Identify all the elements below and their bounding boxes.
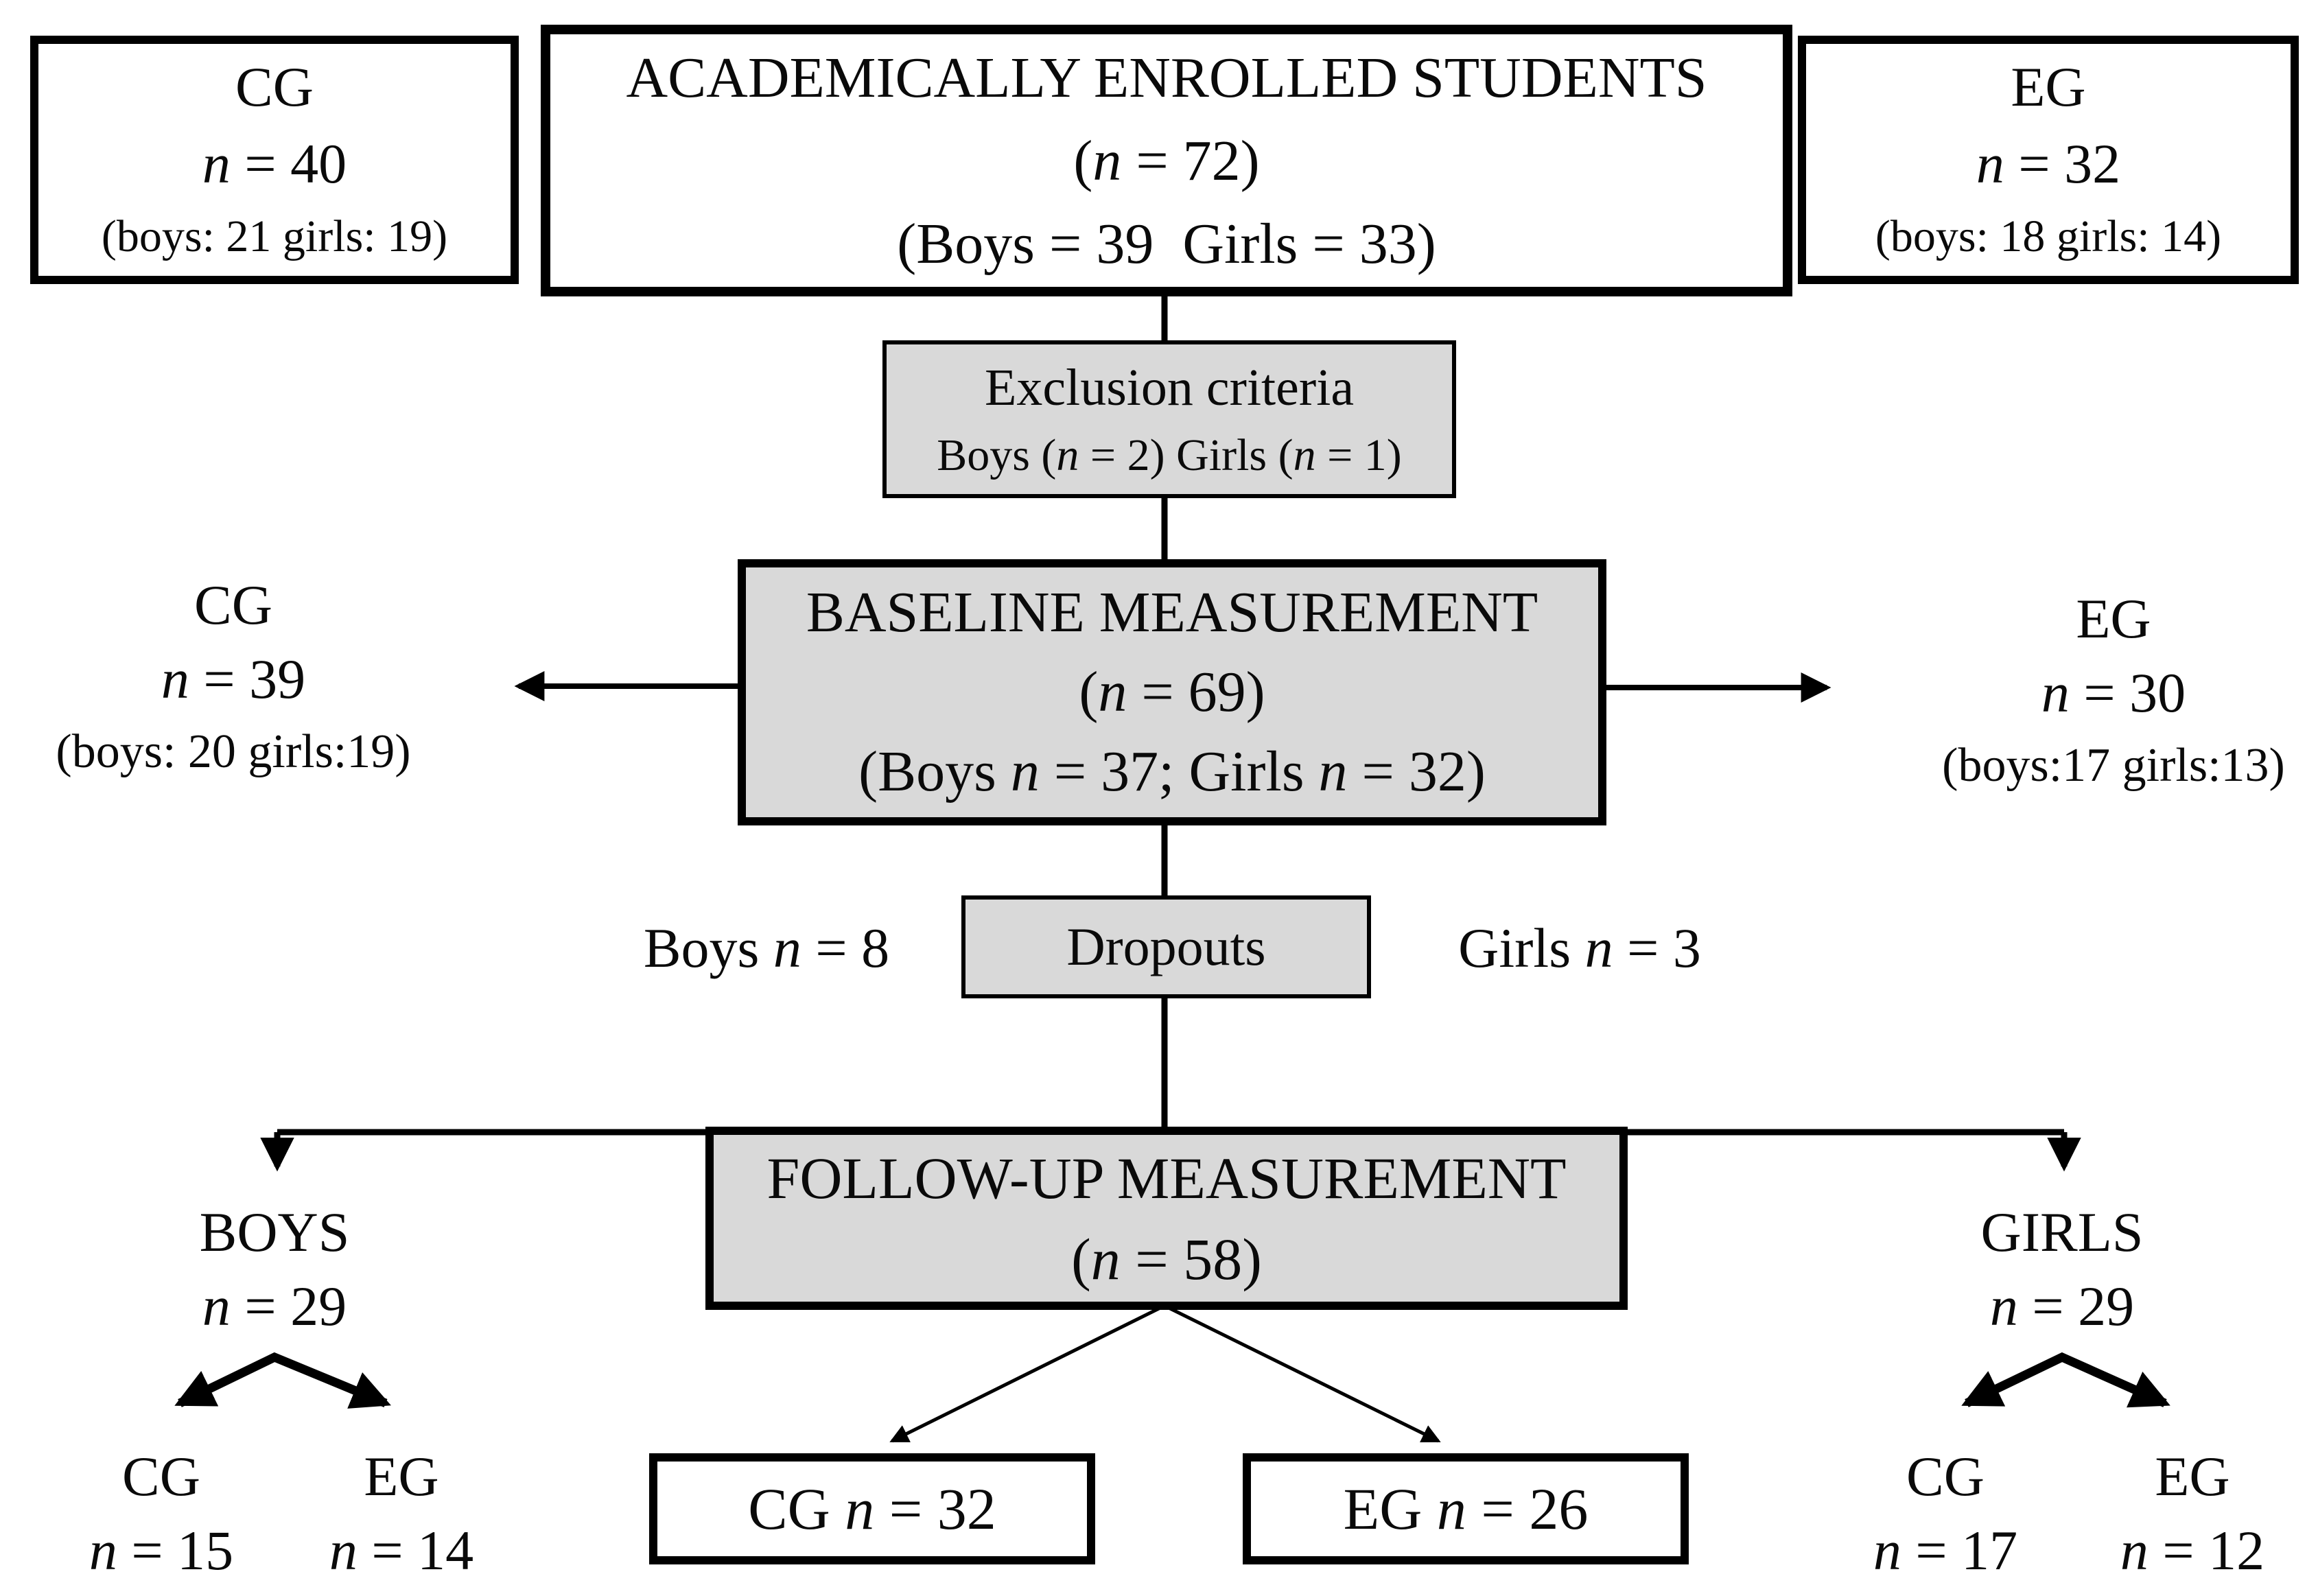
dropout-boys-text: Boys n = 8: [643, 917, 890, 979]
dropout-girls-text: Girls n = 3: [1458, 917, 1701, 979]
label-girls-eg: EG n = 12: [2083, 1440, 2302, 1588]
cg-enrolled-n: n = 40: [202, 132, 347, 195]
exclusion-detail: Boys (n = 2) Girls (n = 1): [937, 430, 1402, 480]
eg-enrolled-n: n = 32: [1976, 132, 2121, 195]
girls-cg-title: CG: [1906, 1445, 1985, 1507]
baseline-cg-detail: (boys: 20 girls:19): [56, 725, 411, 778]
girls-n: n = 29: [1989, 1275, 2135, 1337]
cg-enrolled-title: CG: [235, 56, 314, 118]
label-dropout-boys: Boys n = 8: [609, 911, 924, 985]
girls-eg-n: n = 12: [2120, 1519, 2265, 1582]
label-boys-group: BOYS n = 29: [117, 1195, 432, 1343]
baseline-eg-detail: (boys:17 girls:13): [1942, 739, 2285, 792]
box-enrolled-students: ACADEMICALLY ENROLLED STUDENTS (n = 72) …: [541, 25, 1792, 296]
label-girls-group: GIRLS n = 29: [1904, 1195, 2220, 1343]
arrow-followup-to-cg-final: [889, 1304, 1166, 1443]
label-boys-eg: EG n = 14: [292, 1440, 511, 1588]
followup-n: (n = 58): [1071, 1225, 1262, 1292]
baseline-n: (n = 69): [1079, 660, 1265, 724]
boys-cg-title: CG: [122, 1445, 200, 1507]
box-cg-enrolled: CG n = 40 (boys: 21 girls: 19): [30, 36, 519, 284]
baseline-title: BASELINE MEASUREMENT: [806, 580, 1538, 644]
eg-final-label: EG n = 26: [1343, 1476, 1589, 1542]
baseline-eg-title: EG: [2076, 587, 2151, 650]
enrolled-detail: (Boys = 39 Girls = 33): [897, 211, 1436, 276]
arrow-boys-split: [174, 1352, 391, 1409]
boys-eg-n: n = 14: [329, 1519, 474, 1582]
dropouts-title: Dropouts: [1066, 917, 1266, 976]
box-exclusion-criteria: Exclusion criteria Boys (n = 2) Girls (n…: [882, 340, 1456, 498]
label-boys-cg: CG n = 15: [51, 1440, 271, 1588]
box-cg-final: CG n = 32: [649, 1453, 1095, 1564]
baseline-eg-n: n = 30: [2041, 661, 2186, 724]
box-eg-final: EG n = 26: [1243, 1453, 1689, 1564]
exclusion-title: Exclusion criteria: [984, 359, 1355, 416]
girls-eg-title: EG: [2155, 1445, 2230, 1507]
enrolled-title: ACADEMICALLY ENROLLED STUDENTS: [626, 45, 1707, 110]
eg-enrolled-detail: (boys: 18 girls: 14): [1875, 211, 2222, 261]
box-eg-enrolled: EG n = 32 (boys: 18 girls: 14): [1798, 36, 2299, 284]
baseline-cg-n: n = 39: [161, 648, 306, 710]
label-dropout-girls: Girls n = 3: [1422, 911, 1737, 985]
label-baseline-cg: CG n = 39 (boys: 20 girls:19): [14, 568, 453, 788]
cg-enrolled-detail: (boys: 21 girls: 19): [101, 211, 448, 261]
boys-n: n = 29: [202, 1275, 347, 1337]
box-dropouts: Dropouts: [961, 895, 1371, 998]
arrow-girls-split: [1961, 1352, 2170, 1408]
girls-cg-n: n = 17: [1873, 1519, 2018, 1582]
girls-title: GIRLS: [1980, 1201, 2144, 1263]
label-baseline-eg: EG n = 30 (boys:17 girls:13): [1894, 582, 2318, 801]
followup-title: FOLLOW-UP MEASUREMENT: [766, 1145, 1567, 1211]
boys-title: BOYS: [199, 1201, 350, 1263]
boys-eg-title: EG: [364, 1445, 439, 1507]
box-baseline-measurement: BASELINE MEASUREMENT (n = 69) (Boys n = …: [738, 559, 1606, 825]
baseline-cg-title: CG: [194, 574, 272, 636]
arrow-followup-to-eg-final: [1163, 1304, 1441, 1443]
eg-enrolled-title: EG: [2011, 56, 2086, 118]
cg-final-label: CG n = 32: [748, 1476, 996, 1542]
box-followup-measurement: FOLLOW-UP MEASUREMENT (n = 58): [705, 1127, 1628, 1310]
label-girls-cg: CG n = 17: [1836, 1440, 2055, 1588]
baseline-detail: (Boys n = 37; Girls n = 32): [858, 740, 1486, 803]
boys-cg-n: n = 15: [89, 1519, 234, 1582]
enrolled-n: (n = 72): [1073, 128, 1260, 193]
